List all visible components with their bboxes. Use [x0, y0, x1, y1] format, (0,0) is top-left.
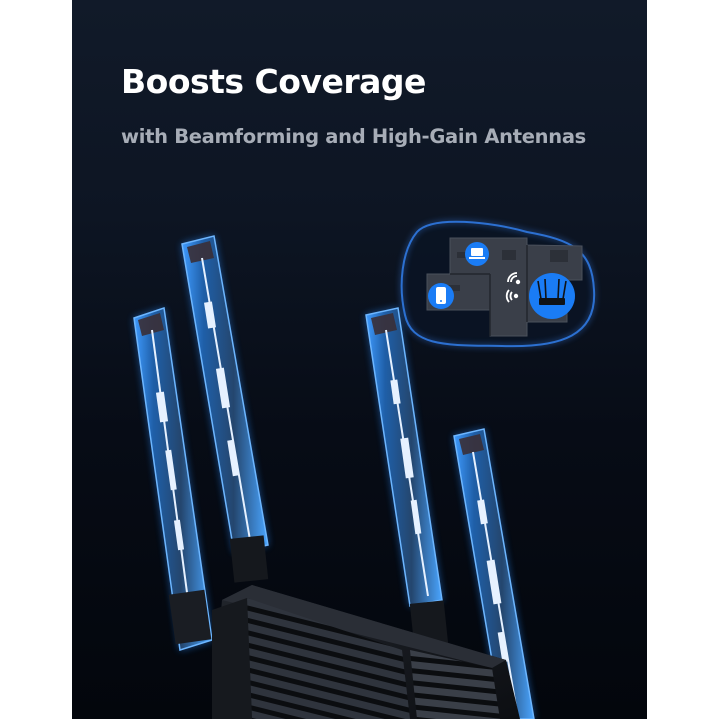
- router-icon: [529, 273, 575, 319]
- headline-subtitle: with Beamforming and High-Gain Antennas: [121, 125, 586, 148]
- laptop-icon: [465, 242, 489, 266]
- antenna: [365, 307, 449, 648]
- product-banner: Boosts Coverage with Beamforming and Hig…: [72, 0, 647, 719]
- antenna: [453, 428, 535, 719]
- wifi-signal-icon: [507, 272, 521, 285]
- wifi-signal-icon: [505, 289, 519, 303]
- antenna: [181, 235, 269, 583]
- coverage-map-inset: [399, 219, 597, 349]
- antenna: [133, 307, 213, 651]
- router-body: [212, 585, 520, 719]
- headline-title: Boosts Coverage: [121, 62, 426, 101]
- phone-icon: [428, 283, 454, 309]
- router-illustration: [133, 219, 597, 719]
